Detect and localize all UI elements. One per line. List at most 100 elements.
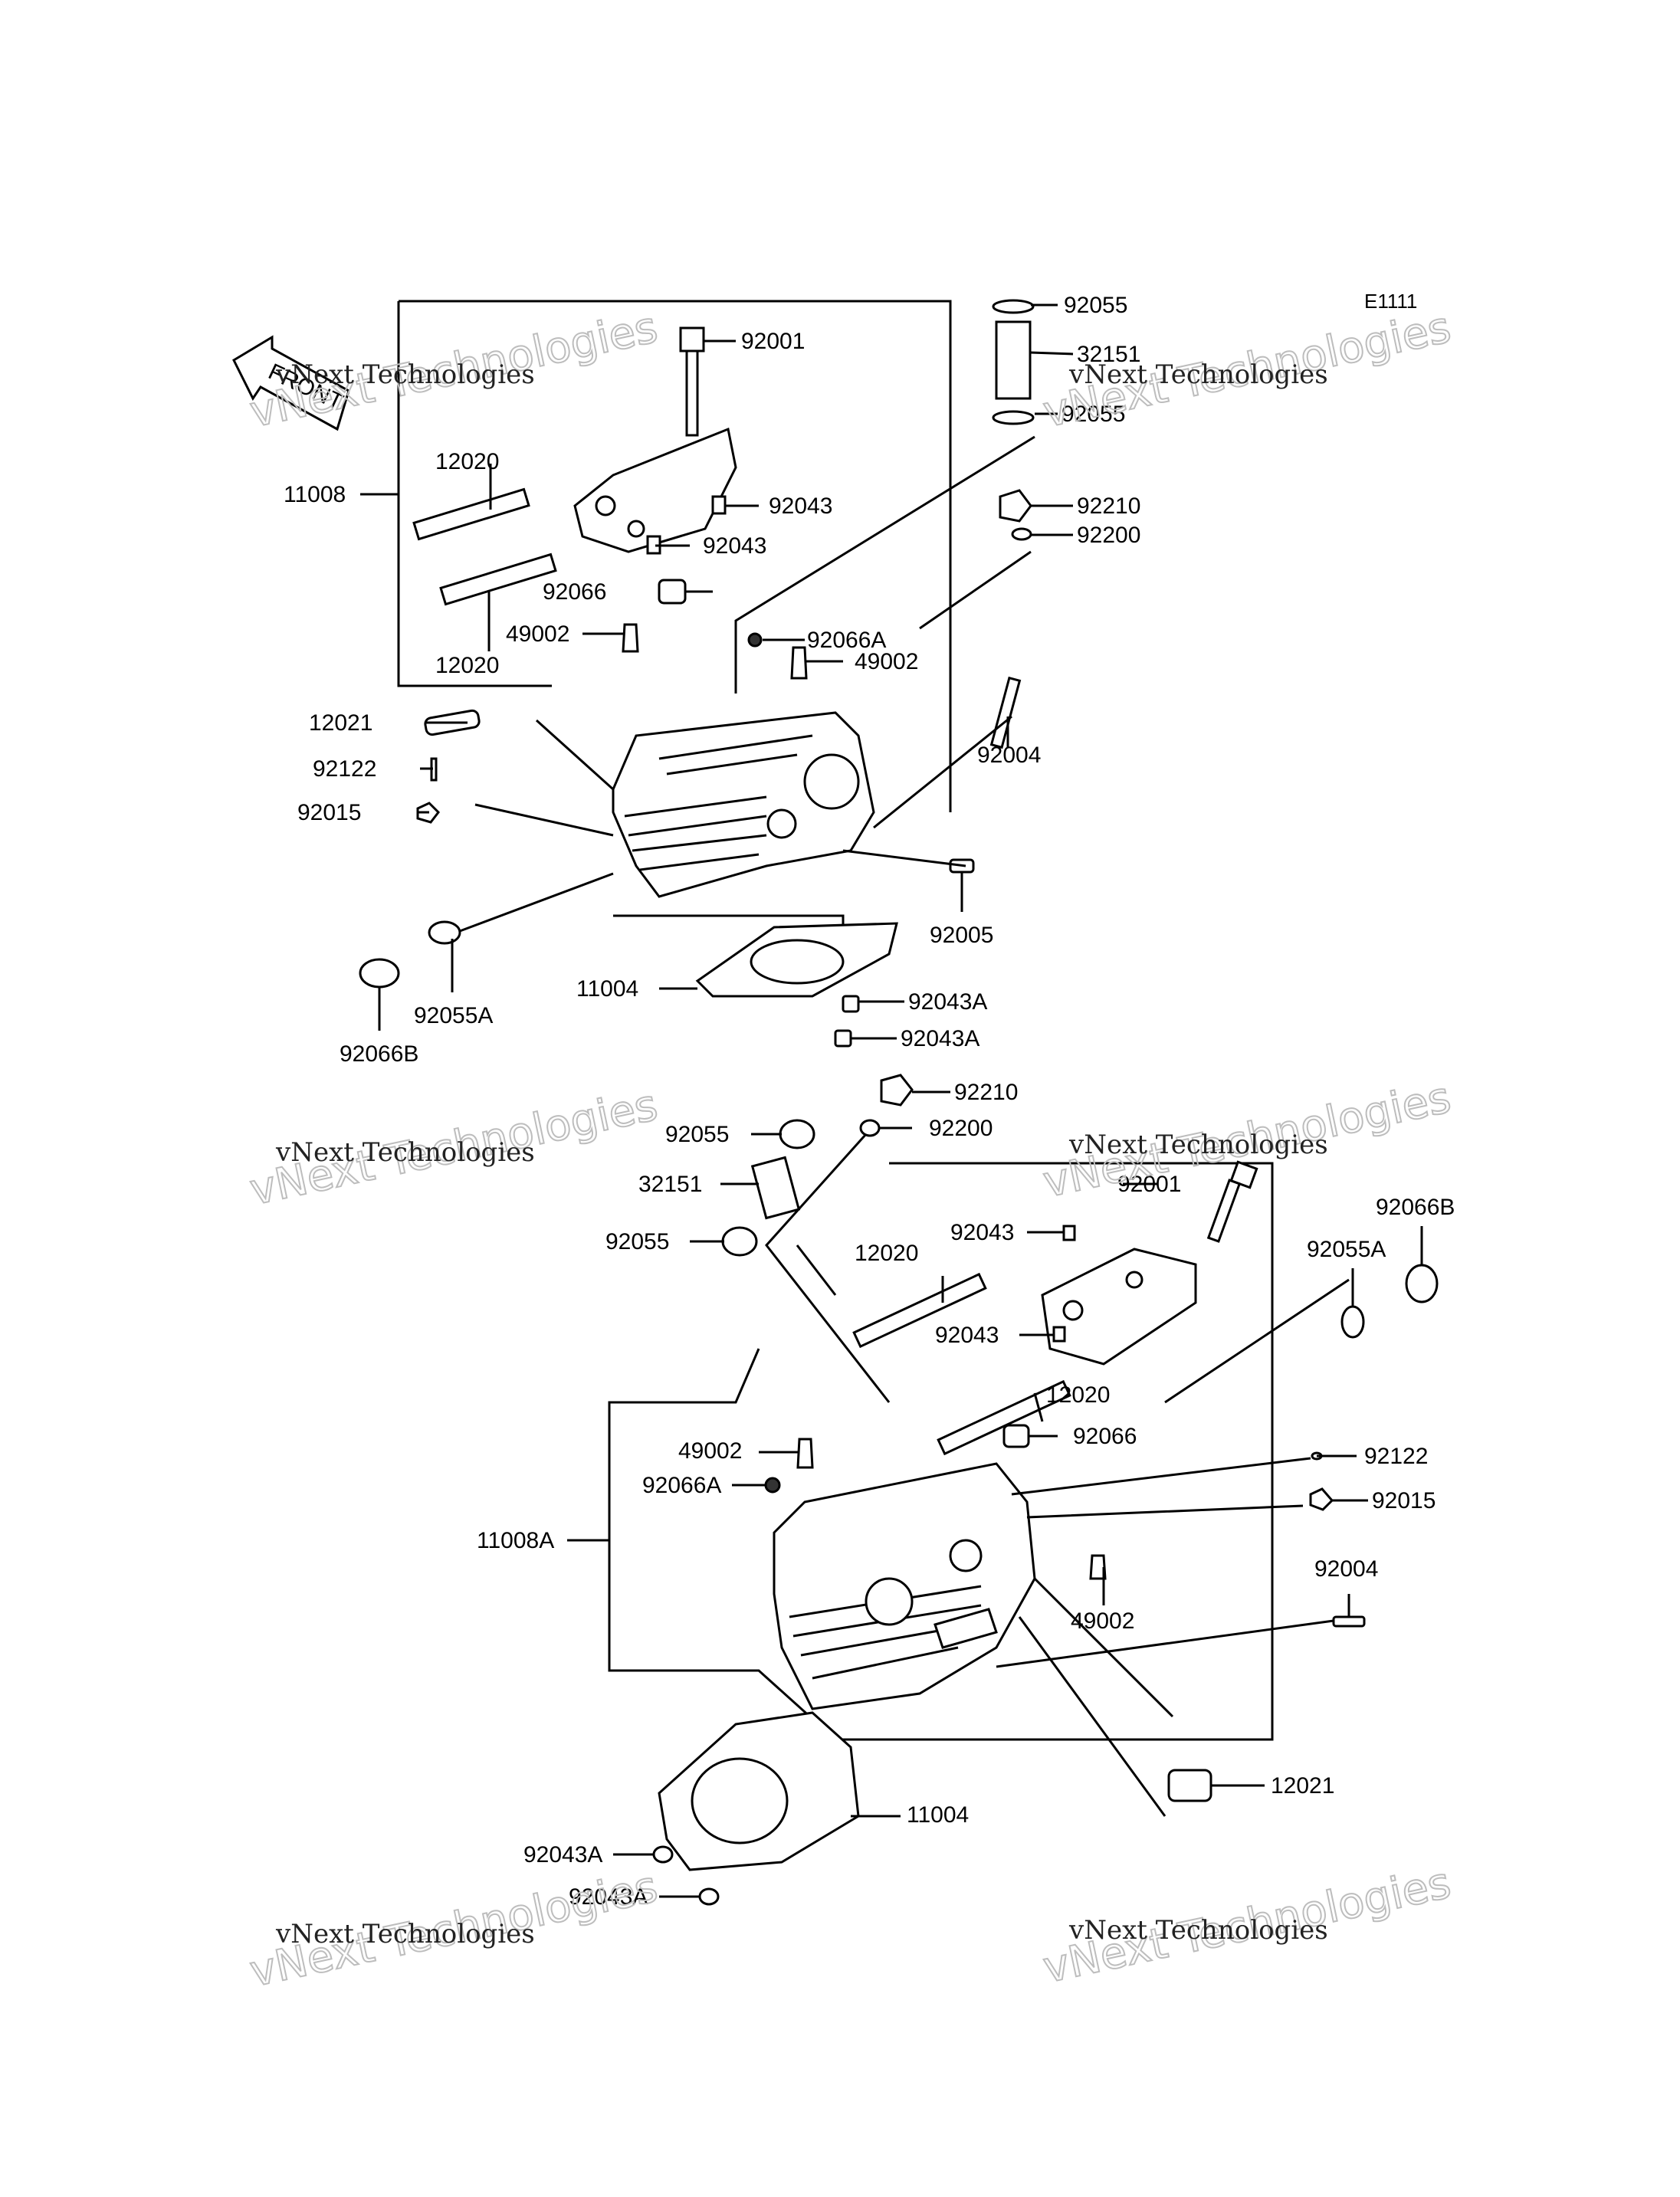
oring-92055A-front [428,920,461,945]
part-label: 92043 [703,533,766,559]
nut-92210-rear [880,1074,914,1107]
plug-92066A-rear [764,1477,781,1494]
rocker-shaft-12020-a [412,487,530,541]
rear-cylinder-head-assembly [567,1074,1439,1906]
part-label: 92055A [414,1003,493,1028]
collar-32151-front [992,299,1035,425]
part-label: 92200 [1077,523,1140,548]
part-label: 12020 [435,449,499,474]
part-label: 92066B [1376,1195,1455,1220]
part-label: 92043 [935,1323,999,1348]
part-label: 92015 [297,800,361,825]
part-label: 92200 [929,1116,993,1141]
bolt-92001-front [679,326,705,437]
part-label: 32151 [1077,342,1140,367]
part-label: 92055 [1064,293,1127,318]
cylinder-head-front [612,711,875,898]
part-label: 92043A [908,989,987,1015]
cylinder-head-rear [773,1462,1036,1710]
part-label: 92005 [930,923,993,948]
dowel-92043A-b-front [834,1029,852,1048]
dowel-92043A-b-rear [698,1887,720,1906]
part-label: 92043A [901,1026,979,1051]
plug-92066-rear [1002,1424,1030,1448]
dowel-pin-92043-a [711,495,727,515]
plug-92066B-rear [1405,1264,1439,1303]
part-label: 92066 [1073,1424,1137,1449]
part-label: 49002 [506,621,569,647]
part-label: 92055A [1307,1237,1386,1262]
watermark-text: vNext Technologies [1068,1915,1328,1946]
washer-92200-rear [859,1119,881,1137]
part-label: 32151 [638,1172,702,1197]
dowel-92043A-a-front [842,995,860,1013]
part-label: 92001 [1117,1172,1181,1197]
watermark-text: vNext Technologies [1068,359,1328,390]
watermark-text: vNext Technologies [1068,1130,1328,1160]
rocker-shaft-12020-b [439,553,557,606]
rocker-holder-rear [1041,1248,1197,1366]
part-label: 12021 [309,710,372,736]
part-label: 92015 [1372,1488,1436,1513]
fitting-49002-a [622,623,639,653]
part-labels: 92055 92001 32151 92055 11008 12020 9204… [284,293,1455,1910]
part-label: 92055 [665,1122,729,1147]
stud-92004-rear [1332,1615,1366,1628]
rocker-shaft-12020-c [852,1272,987,1349]
fitting-49002-b [790,646,808,680]
fitting-49002-c [796,1438,814,1469]
watermark-text: vNext Technologies [275,359,535,390]
part-label: 92043 [769,494,832,519]
nut-92015-rear [1309,1487,1334,1511]
part-label: 49002 [1071,1608,1134,1634]
front-cylinder-head-assembly [359,299,1074,1048]
part-label: 12020 [1046,1382,1110,1408]
part-label: 12020 [855,1241,918,1266]
part-label: 92004 [1314,1556,1378,1582]
stud-92004-front [989,676,1022,749]
part-label: 11008 [284,482,346,507]
plug-92066A [747,632,763,648]
diagram-code: E1111 [1364,290,1417,313]
part-label: 11008A [477,1528,554,1553]
head-gasket-11004-rear [658,1711,860,1871]
part-label: 11004 [907,1802,969,1828]
plug-92066 [658,579,687,605]
part-label: 92066A [642,1473,721,1498]
part-label: 92055 [1061,402,1125,427]
part-label: 92122 [313,756,376,782]
rocker-holder-front [573,427,737,553]
part-label: 92043 [950,1220,1014,1245]
oring-92055-rear-b [721,1226,758,1257]
part-label: 92004 [977,743,1041,768]
part-label: 92055 [605,1229,669,1254]
part-label: 12020 [435,653,499,678]
part-label: 49002 [678,1438,742,1464]
part-label: 92001 [741,329,805,354]
part-label: 49002 [855,649,918,674]
washer-92200-front [1011,527,1032,541]
watermark-text: vNext Technologies [275,1137,535,1168]
part-label: 92122 [1364,1444,1428,1469]
nut-92210-front [999,489,1032,523]
oring-92055A-rear [1340,1305,1365,1339]
dowel-pin-92043-d [1052,1326,1066,1343]
dowel-92043A-a-rear [652,1845,674,1864]
oring-92055-rear-a [779,1119,815,1149]
part-label: 92210 [954,1080,1018,1105]
part-label: 92066 [543,579,606,605]
part-label: 92210 [1077,494,1140,519]
collar-32151-rear [750,1156,801,1220]
bolt-92001-rear [1206,1160,1258,1243]
part-label: 92043A [569,1884,648,1910]
gasket-12021-rear [1167,1769,1212,1802]
dowel-pin-92043-c [1062,1225,1076,1241]
part-label: 12021 [1271,1773,1334,1799]
head-gasket-11004-front [695,922,898,998]
part-label: 92066A [807,628,886,653]
part-label: 11004 [576,976,638,1002]
watermark-text: vNext Technologies [275,1919,535,1949]
part-label: 92066B [340,1041,418,1067]
plug-92066B-front [359,958,400,989]
